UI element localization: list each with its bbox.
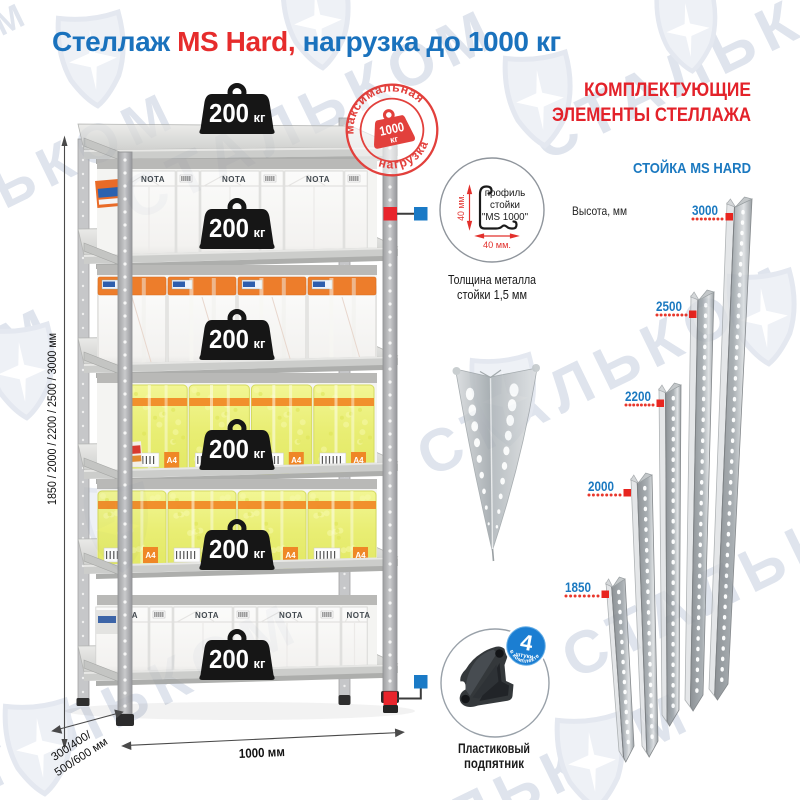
svg-text:кг: кг — [254, 225, 267, 240]
svg-text:Толщина металла: Толщина металла — [448, 273, 536, 287]
svg-text:СТОЙКА MS HARD: СТОЙКА MS HARD — [633, 159, 751, 177]
svg-text:NOTA: NOTA — [141, 175, 165, 184]
svg-text:Высота, мм: Высота, мм — [572, 204, 627, 218]
svg-text:кг: кг — [254, 446, 267, 461]
svg-text:1000: 1000 — [378, 119, 406, 139]
svg-text:КОМПЛЕКТУЮЩИЕ: КОМПЛЕКТУЮЩИЕ — [584, 80, 751, 101]
svg-text:4: 4 — [518, 629, 535, 656]
svg-text:СТАЛЬКОМ: СТАЛЬКОМ — [0, 0, 33, 124]
svg-text:40 мм.: 40 мм. — [483, 240, 511, 250]
svg-text:профиль: профиль — [485, 188, 526, 199]
svg-text:кг: кг — [389, 133, 399, 145]
svg-text:Стеллаж MS Hard, нагрузка до 1: Стеллаж MS Hard, нагрузка до 1000 кг — [52, 26, 561, 57]
svg-text:кг: кг — [254, 336, 267, 351]
svg-text:NOTA: NOTA — [222, 175, 246, 184]
svg-text:кг: кг — [254, 546, 267, 561]
svg-text:NOTA: NOTA — [279, 611, 303, 620]
svg-text:A4: A4 — [285, 551, 296, 560]
svg-text:200: 200 — [209, 644, 249, 674]
svg-text:NOTA: NOTA — [195, 611, 219, 620]
svg-text:стойки: стойки — [490, 200, 520, 211]
svg-text:3000: 3000 — [692, 203, 718, 218]
svg-text:200: 200 — [209, 534, 249, 564]
svg-text:2000: 2000 — [588, 479, 614, 494]
svg-text:200: 200 — [209, 213, 249, 243]
svg-text:200: 200 — [209, 434, 249, 464]
svg-text:A4: A4 — [145, 551, 156, 560]
svg-text:"MS 1000": "MS 1000" — [482, 212, 529, 223]
svg-text:1850: 1850 — [565, 580, 591, 595]
svg-text:кг: кг — [254, 656, 267, 671]
svg-text:Пластиковый: Пластиковый — [458, 741, 530, 756]
svg-text:200: 200 — [209, 98, 249, 128]
svg-text:200: 200 — [209, 324, 249, 354]
svg-text:A4: A4 — [167, 456, 178, 465]
svg-text:кг: кг — [254, 110, 267, 125]
svg-text:подпятник: подпятник — [464, 756, 524, 771]
svg-text:1000 мм: 1000 мм — [238, 744, 285, 761]
svg-text:стойки 1,5 мм: стойки 1,5 мм — [457, 288, 527, 302]
svg-text:A4: A4 — [355, 551, 366, 560]
svg-text:NOTA: NOTA — [346, 611, 370, 620]
svg-text:2200: 2200 — [625, 389, 651, 404]
svg-text:ЭЛЕМЕНТЫ СТЕЛЛАЖА: ЭЛЕМЕНТЫ СТЕЛЛАЖА — [552, 105, 751, 126]
svg-text:NOTA: NOTA — [306, 175, 330, 184]
svg-text:A4: A4 — [353, 456, 364, 465]
svg-text:A4: A4 — [291, 456, 302, 465]
svg-text:40 мм.: 40 мм. — [456, 194, 466, 221]
svg-text:2500: 2500 — [656, 299, 682, 314]
svg-text:штуки: штуки — [515, 652, 534, 661]
